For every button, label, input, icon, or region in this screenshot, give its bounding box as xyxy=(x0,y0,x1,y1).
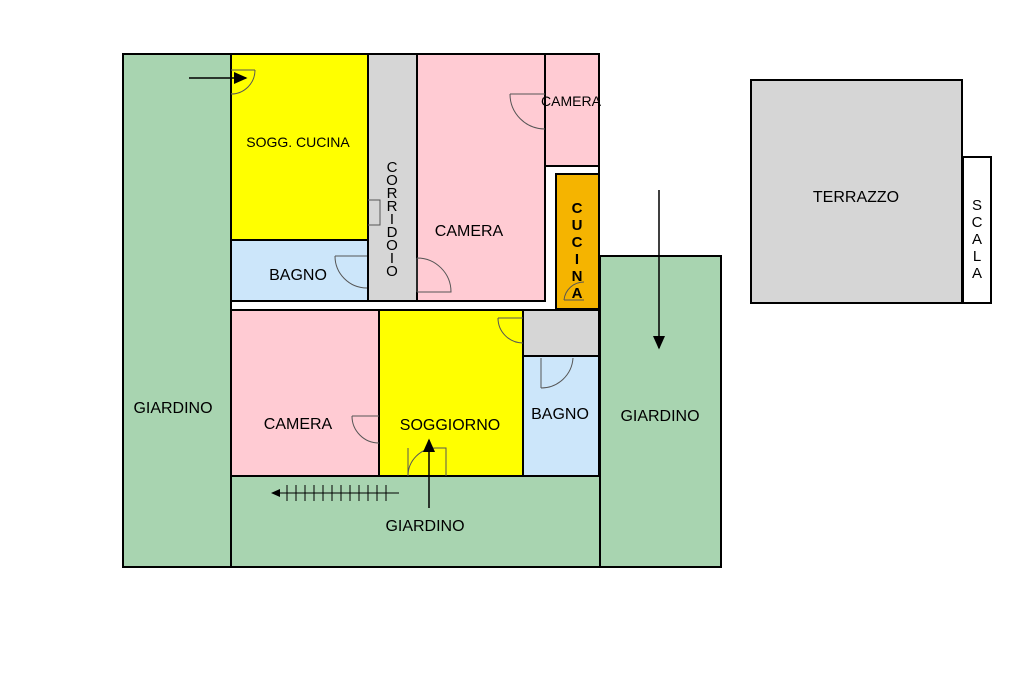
label-soggiorno: SOGGIORNO xyxy=(400,417,500,434)
room-bagno-lower xyxy=(522,355,600,477)
label-camera-center: CAMERA xyxy=(435,223,504,240)
room-bagno-top xyxy=(230,239,369,302)
garden-bottom xyxy=(230,475,601,568)
label-giardino-right: GIARDINO xyxy=(620,408,699,425)
vertical-letter: O xyxy=(386,172,398,189)
vertical-letter: C xyxy=(972,214,983,231)
vertical-letter: L xyxy=(973,248,981,265)
vertical-letter: A xyxy=(572,285,583,302)
vertical-letter: I xyxy=(390,211,394,228)
room-disimpegno xyxy=(522,309,600,357)
room-soggiorno xyxy=(378,309,524,477)
vertical-letter: C xyxy=(387,159,398,176)
label-camera-lower: CAMERA xyxy=(264,416,333,433)
vertical-letter: C xyxy=(572,200,583,217)
steps-arrow xyxy=(271,485,399,501)
label-camera-small: CAMERA xyxy=(541,93,602,109)
vertical-letter: O xyxy=(386,263,398,280)
label-bagno-lower: BAGNO xyxy=(531,406,589,423)
vertical-letter: C xyxy=(572,234,583,251)
label-bagno-top: BAGNO xyxy=(269,267,327,284)
vertical-letter: R xyxy=(387,185,398,202)
vertical-letter: A xyxy=(972,265,982,282)
vertical-letter: N xyxy=(572,268,583,285)
vertical-letter: R xyxy=(387,198,398,215)
label-giardino-bottom: GIARDINO xyxy=(385,518,464,535)
room-camera-lower xyxy=(230,309,380,477)
vertical-letter: I xyxy=(390,250,394,267)
room-camera-small xyxy=(544,53,600,167)
room-cucina xyxy=(555,173,600,310)
vertical-letter: I xyxy=(575,251,579,268)
stair xyxy=(962,156,992,304)
vertical-letter: D xyxy=(387,224,398,241)
room-sogg-cucina xyxy=(230,53,369,241)
room-camera-center xyxy=(416,53,546,302)
garden-left xyxy=(122,53,232,568)
vertical-letter: S xyxy=(972,197,982,214)
label-sogg-cucina: SOGG. CUCINA xyxy=(246,134,350,150)
terrace xyxy=(750,79,963,304)
garden-right xyxy=(599,255,722,568)
label-cucina: CUCINA xyxy=(572,200,583,302)
vertical-letter: A xyxy=(972,231,982,248)
room-corridoio xyxy=(367,53,418,302)
label-giardino-left: GIARDINO xyxy=(133,400,212,417)
label-terrazzo: TERRAZZO xyxy=(813,189,899,206)
vertical-letter: O xyxy=(386,237,398,254)
vertical-letter: U xyxy=(572,217,583,234)
